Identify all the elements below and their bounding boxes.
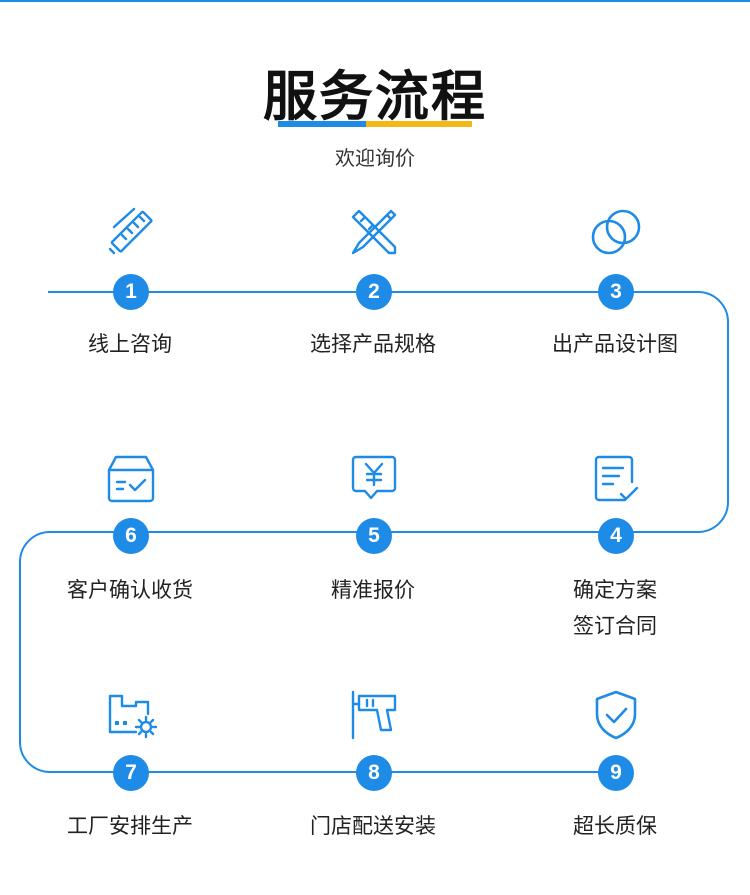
- step-badge-1: 1: [113, 274, 149, 310]
- document-check-icon: [594, 455, 639, 502]
- drill-icon: [351, 690, 397, 740]
- step-label-5: 精准报价: [331, 578, 415, 602]
- step-badge-9: 9: [598, 755, 634, 791]
- step-badge-4: 4: [598, 518, 634, 554]
- pencil-ruler-cross-icon: [351, 209, 397, 255]
- step-badge-7: 7: [113, 755, 149, 791]
- page-subtitle: 欢迎询价: [335, 146, 415, 170]
- ruler-pencil-icon: [108, 207, 153, 255]
- step-badge-8: 8: [356, 755, 392, 791]
- shield-check-icon: [595, 690, 637, 740]
- step-badge-2: 2: [356, 274, 392, 310]
- factory-gear-icon: [108, 694, 158, 739]
- step-label-6: 客户确认收货: [67, 578, 193, 602]
- overlapping-circles-icon: [591, 209, 641, 255]
- box-check-icon: [107, 455, 155, 503]
- step-label-4-line2: 签订合同: [573, 614, 657, 638]
- step-badge-5: 5: [356, 518, 392, 554]
- step-label-4: 确定方案: [573, 578, 657, 602]
- step-label-1: 线上咨询: [88, 332, 172, 356]
- step-label-9: 超长质保: [573, 814, 657, 838]
- title-underline-blue: [278, 121, 366, 127]
- step-badge-6: 6: [113, 518, 149, 554]
- top-border: [0, 0, 750, 2]
- step-label-2: 选择产品规格: [310, 332, 436, 356]
- yen-message-icon: [351, 455, 397, 500]
- step-label-8: 门店配送安装: [310, 814, 436, 838]
- step-badge-3: 3: [598, 274, 634, 310]
- title-underline-yellow: [366, 121, 472, 127]
- page-title: 服务流程: [263, 64, 487, 128]
- step-label-7: 工厂安排生产: [67, 814, 193, 838]
- step-label-3: 出产品设计图: [552, 332, 678, 356]
